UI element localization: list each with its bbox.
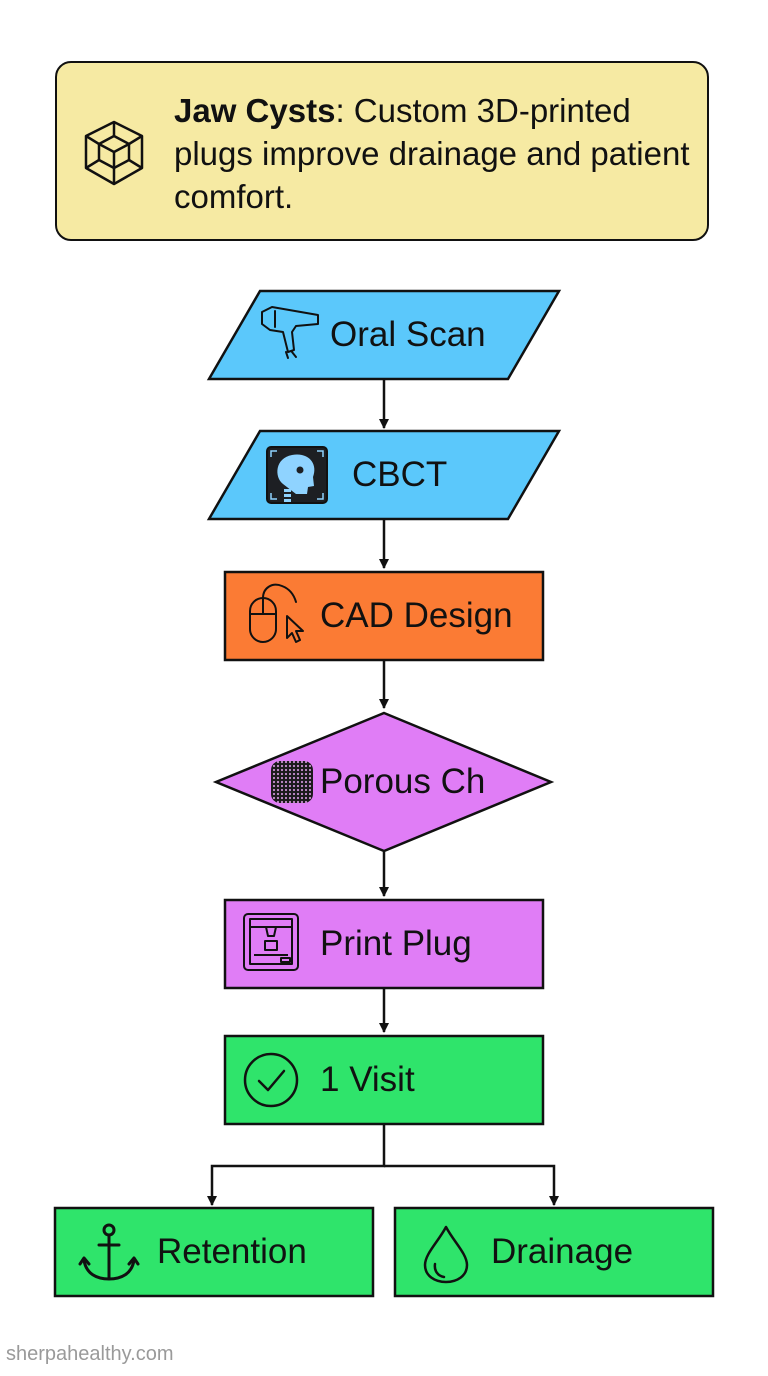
node-retention-label: Retention	[157, 1232, 307, 1271]
node-print-plug-label: Print Plug	[320, 924, 472, 963]
anchor-icon	[78, 1223, 140, 1281]
scanner-icon	[261, 306, 319, 359]
node-drainage-label: Drainage	[491, 1232, 634, 1271]
node-oral-scan-label: Oral Scan	[330, 315, 486, 354]
check-circle-icon	[243, 1052, 299, 1108]
banner-description: Custom 3D-printed plugs improve drainage…	[174, 92, 690, 215]
node-cad-design-shape	[223, 570, 545, 662]
node-cbct-label: CBCT	[352, 455, 448, 494]
mouse-cursor-icon	[249, 583, 304, 643]
node-one-visit-label: 1 Visit	[320, 1060, 415, 1099]
banner-separator: :	[335, 92, 345, 129]
skull-xray-icon	[266, 446, 328, 504]
footer-watermark: sherpahealthy.com	[6, 1343, 174, 1365]
node-porous-ch-shape	[212, 711, 555, 853]
connector-visit-to-drainage	[384, 1164, 559, 1206]
node-porous-ch-label: Porous Ch	[320, 762, 486, 801]
summary-banner: Jaw Cysts: Custom 3D-printed plugs impro…	[55, 61, 709, 241]
banner-text: Jaw Cysts: Custom 3D-printed plugs impro…	[174, 89, 694, 218]
3d-cube-icon	[84, 120, 144, 186]
droplet-icon	[423, 1225, 469, 1284]
connector-visit-to-retention	[207, 1124, 386, 1206]
porous-mesh-icon	[271, 761, 313, 803]
3d-printer-icon	[243, 913, 299, 971]
node-cad-design-label: CAD Design	[320, 596, 513, 635]
banner-title: Jaw Cysts	[174, 92, 336, 129]
